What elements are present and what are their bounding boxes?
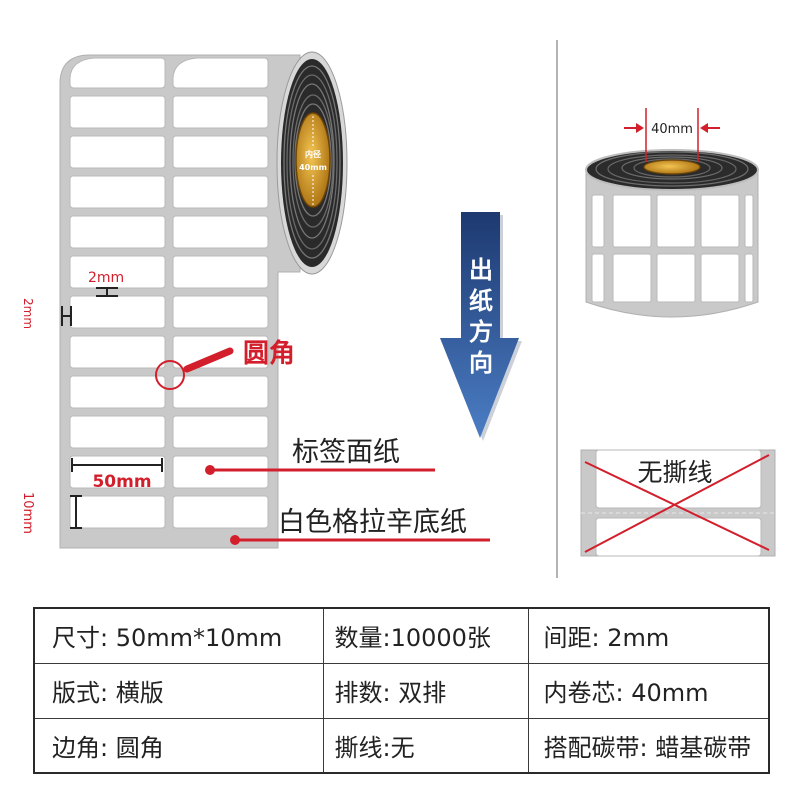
cross-out-line-1: [584, 461, 770, 551]
rounded-corner-label: 圆角: [243, 338, 295, 369]
left-label-roll: 内径 40mm 2mm 2mm 50mm 10mm 圆角 标签面纸 白色格拉辛底…: [20, 51, 490, 549]
label-sticker: [172, 135, 269, 169]
label-sticker: [591, 253, 605, 303]
core-label-line1: 内径: [305, 149, 321, 159]
label-sticker: [656, 253, 696, 303]
spec-row: 尺寸: 50mm*10mm 数量:10000张 间距: 2mm: [33, 607, 770, 664]
label-sticker: [69, 495, 166, 529]
label-sticker: [744, 253, 754, 303]
label-sticker: [172, 215, 269, 249]
spec-cell-tear-line: 撕线:无: [322, 717, 529, 774]
label-sticker: [69, 295, 166, 329]
right-roll-sticker-grid: [591, 194, 754, 303]
feed-direction-arrow: [440, 212, 519, 438]
row-gap-marker: [96, 287, 118, 297]
product-illustration: 内径 40mm 2mm 2mm 50mm 10mm 圆角 标签面纸 白色格拉辛底…: [20, 40, 776, 578]
label-sticker: [172, 95, 269, 129]
spec-cell-layout: 版式: 横版: [33, 662, 324, 719]
label-sticker: [744, 194, 754, 248]
roll-spiral-ring: [289, 83, 335, 239]
label-sticker: [69, 375, 166, 409]
backing-paper-label: 白色格拉辛底纸: [278, 507, 467, 538]
left-roll-end: 内径 40mm: [276, 51, 348, 275]
label-sticker-top-left: [69, 57, 166, 89]
spec-cell-columns: 排数: 双排: [322, 662, 529, 719]
label-sticker: [591, 194, 605, 248]
row-gap-label: 2mm: [88, 270, 124, 286]
core-label-line2: 40mm: [299, 163, 327, 172]
label-sticker: [69, 215, 166, 249]
label-sticker: [172, 295, 269, 329]
label-sticker: [172, 375, 269, 409]
label-sticker: [612, 253, 652, 303]
spec-row: 版式: 横版 排数: 双排 内卷芯: 40mm: [33, 662, 770, 719]
roll-spiral-ring: [292, 94, 334, 228]
no-tear-line-sample: 无撕线: [580, 449, 776, 557]
arrow-right-icon: [636, 123, 644, 133]
feed-direction-arrow-group: [440, 212, 522, 441]
roll-spiral-ring: [633, 158, 711, 178]
label-width-marker: [71, 458, 163, 472]
label-sticker: [69, 95, 166, 129]
core-diameter-label: 40mm: [651, 122, 693, 137]
face-paper-label: 标签面纸: [292, 437, 400, 468]
label-height-marker: [70, 495, 82, 529]
label-sticker: [700, 253, 740, 303]
edge-margin-label: 2mm: [21, 298, 35, 329]
label-sticker: [172, 255, 269, 289]
roll-spiral-ring: [283, 65, 341, 259]
spec-table: 尺寸: 50mm*10mm 数量:10000张 间距: 2mm 版式: 横版 排…: [33, 607, 770, 774]
roll-spiral-ring: [621, 156, 723, 180]
label-sticker: [69, 415, 166, 449]
label-sticker: [656, 194, 696, 248]
cross-out-line-2: [584, 454, 770, 553]
no-tear-line-label: 无撕线: [637, 458, 712, 487]
roll-spiral-ring: [294, 103, 332, 217]
label-sticker: [69, 335, 166, 369]
rounded-corner-pointer: [183, 347, 234, 373]
rounded-corner-highlight: [155, 360, 185, 390]
label-sticker: [172, 495, 269, 529]
edge-margin-marker: [61, 306, 72, 326]
label-sticker: [172, 175, 269, 209]
spec-row: 边角: 圆角 撕线:无 搭配碳带: 蜡基碳带: [33, 717, 770, 774]
label-width-label: 50mm: [92, 472, 151, 492]
feed-direction-label: 出纸方向: [469, 256, 493, 377]
spec-cell-quantity: 数量:10000张: [322, 607, 529, 664]
roll-core: [295, 112, 331, 208]
label-sticker: [69, 175, 166, 209]
right-roll-core: [643, 159, 701, 175]
label-height-label: 10mm: [20, 492, 35, 534]
label-sticker: [69, 135, 166, 169]
spec-cell-core: 内卷芯: 40mm: [527, 662, 770, 719]
label-sticker: [172, 415, 269, 449]
spec-cell-size: 尺寸: 50mm*10mm: [33, 607, 324, 664]
roll-spiral-ring: [607, 154, 737, 184]
spec-cell-ribbon: 搭配碳带: 蜡基碳带: [527, 717, 770, 774]
right-label-roll: 40mm: [585, 108, 759, 318]
spec-cell-spacing: 间距: 2mm: [527, 607, 770, 664]
label-sticker: [612, 194, 652, 248]
spec-cell-corner: 边角: 圆角: [33, 717, 324, 774]
sample-label-bottom: [595, 517, 762, 557]
label-sticker: [172, 455, 269, 489]
label-sticker: [700, 194, 740, 248]
label-sticker-top-right: [172, 57, 269, 89]
roll-spiral-ring: [286, 74, 338, 250]
roll-spiral-ring: [595, 151, 749, 187]
arrow-left-icon: [700, 123, 708, 133]
sample-label-top: [595, 449, 762, 509]
